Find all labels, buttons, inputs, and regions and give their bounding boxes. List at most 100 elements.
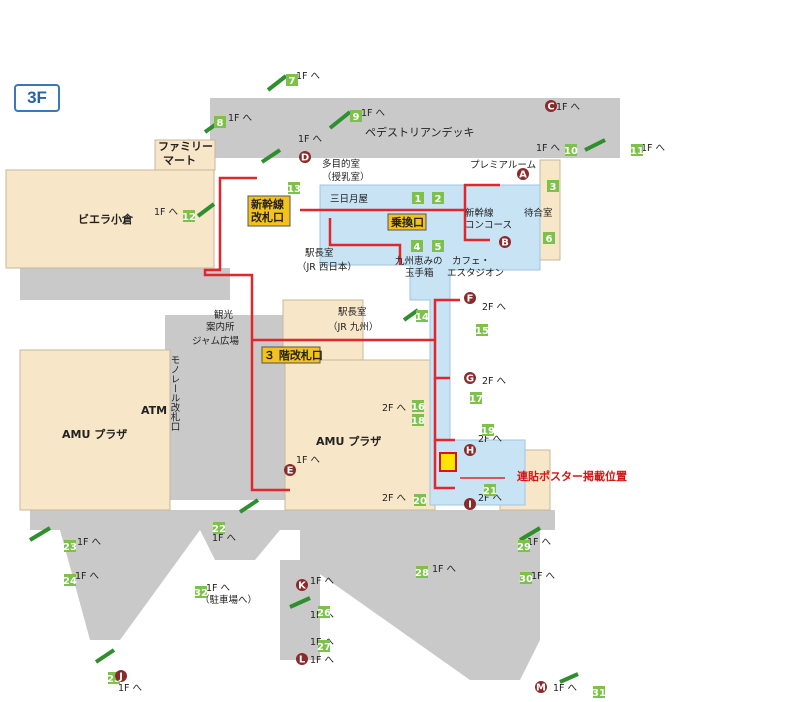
letter-marker-label: G xyxy=(466,374,474,385)
letter-marker-label: I xyxy=(468,500,472,511)
number-marker-14 xyxy=(416,310,428,322)
mikazuki-label: 三日月屋 xyxy=(330,194,368,205)
to-2f-label: 2F へ xyxy=(478,493,503,504)
number-marker-13 xyxy=(288,182,300,194)
number-marker-label: 19 xyxy=(481,426,495,437)
to-1f-label: 1F へ xyxy=(531,571,556,582)
number-marker-4 xyxy=(411,240,423,252)
letter-marker-label: B xyxy=(501,238,509,249)
gate-3f-label: ３ 階改札口 xyxy=(264,348,323,362)
number-marker-label: 15 xyxy=(475,326,489,337)
to-2f-label: 2F へ xyxy=(382,403,407,414)
to-1f-label: 1F へ xyxy=(361,108,386,119)
to-1f-label: 1F へ xyxy=(527,537,552,548)
number-marker-10 xyxy=(565,144,577,156)
letter-marker-A xyxy=(517,168,529,180)
to-1f-label: 1F へ xyxy=(641,143,666,154)
to-1f-label: 1F へ xyxy=(536,143,561,154)
number-marker-label: 6 xyxy=(546,234,553,245)
amu-plaza-center-label: AMU プラザ xyxy=(316,434,381,448)
jr-west-label-2: （JR 西日本） xyxy=(297,261,357,273)
transfer-gate xyxy=(387,213,427,231)
number-marker-31 xyxy=(593,686,605,698)
shinkansen-gate-label-1: 新幹線 xyxy=(251,197,284,211)
jr-kyushu-label-1: 駅長室 xyxy=(338,306,367,318)
letter-marker-label: A xyxy=(519,170,527,181)
to-2f-label: 2F へ xyxy=(382,493,407,504)
jr-kyushu-label-2: （JR 九州） xyxy=(328,321,378,333)
letter-marker-label: K xyxy=(298,581,307,592)
number-marker-8 xyxy=(214,116,226,128)
number-marker-label: 32 xyxy=(194,588,208,599)
concourse-label-2: コンコース xyxy=(465,220,512,231)
number-marker-label: 22 xyxy=(212,524,226,535)
number-marker-29 xyxy=(518,540,530,552)
letter-marker-M xyxy=(535,681,547,693)
letter-marker-label: F xyxy=(467,294,474,305)
number-marker-label: 21 xyxy=(483,486,497,497)
to-1f-label: 1F へ xyxy=(228,113,253,124)
number-marker-label: 4 xyxy=(414,242,421,253)
route-lines xyxy=(203,176,505,492)
info-label-1: 観光 xyxy=(214,309,234,321)
to-2f-label: 2F へ xyxy=(478,434,503,445)
number-marker-28 xyxy=(416,566,428,578)
letter-marker-B xyxy=(499,236,511,248)
number-marker-5 xyxy=(432,240,444,252)
number-marker-label: 12 xyxy=(182,212,196,223)
number-marker-label: 27 xyxy=(317,642,331,653)
amu-plaza-left-label: AMU プラザ xyxy=(62,427,127,441)
number-marker-label: 30 xyxy=(519,574,533,585)
to-1f-label: 1F へ xyxy=(296,455,321,466)
poster-position-marker xyxy=(439,452,457,472)
info-label-2: 案内所 xyxy=(206,321,235,333)
multi-room-label-1: 多目的室 xyxy=(322,158,360,170)
number-marker-label: 29 xyxy=(517,542,531,553)
number-marker-26 xyxy=(318,606,330,618)
to-1f-label: 1F へ xyxy=(77,537,102,548)
letter-marker-label: J xyxy=(118,672,123,683)
letter-marker-label: L xyxy=(299,655,306,666)
to-1f-label: 1F へ xyxy=(432,564,457,575)
multi-room-label-2: （授乳室） xyxy=(322,171,370,183)
area-labels: ペデストリアンデッキ ファミリー マート ビエラ小倉 多目的室 （授乳室） 三日… xyxy=(62,125,553,606)
letter-marker-label: M xyxy=(536,683,546,694)
corridors xyxy=(20,98,620,680)
number-marker-9 xyxy=(350,110,362,122)
to-1f-label: 1F へ xyxy=(212,533,237,544)
number-marker-12 xyxy=(183,210,195,222)
to-1f-label: 1F へ xyxy=(75,571,100,582)
number-marker-label: 1 xyxy=(415,194,422,205)
to-2f-label: 2F へ xyxy=(482,376,507,387)
number-marker-label: 13 xyxy=(287,184,301,195)
number-marker-15 xyxy=(476,324,488,336)
letter-marker-I xyxy=(464,498,476,510)
number-marker-label: 10 xyxy=(564,146,578,157)
waiting-room-label: 待合室 xyxy=(524,207,553,219)
letter-marker-label: D xyxy=(301,153,309,164)
bielle-label: ビエラ小倉 xyxy=(78,212,134,226)
to-2f-label: 2F へ xyxy=(482,302,507,313)
number-marker-21 xyxy=(484,484,496,496)
letter-marker-label: E xyxy=(287,466,294,477)
letter-marker-label: C xyxy=(547,102,554,113)
letter-marker-G xyxy=(464,372,476,384)
number-marker-7 xyxy=(286,74,298,86)
letter-marker-F xyxy=(464,292,476,304)
letter-marker-K xyxy=(296,579,308,591)
number-marker-label: 20 xyxy=(413,496,427,507)
letter-marker-E xyxy=(284,464,296,476)
jr-west-label-1: 駅長室 xyxy=(305,247,334,259)
commercial-zones xyxy=(5,139,561,511)
number-marker-label: 8 xyxy=(217,118,224,129)
number-marker-11 xyxy=(631,144,643,156)
number-marker-27 xyxy=(318,640,330,652)
to-1f-label: 1F へ xyxy=(296,71,321,82)
number-marker-16 xyxy=(412,400,424,412)
number-marker-23 xyxy=(64,540,76,552)
number-marker-1 xyxy=(412,192,424,204)
letter-marker-J xyxy=(115,670,127,682)
